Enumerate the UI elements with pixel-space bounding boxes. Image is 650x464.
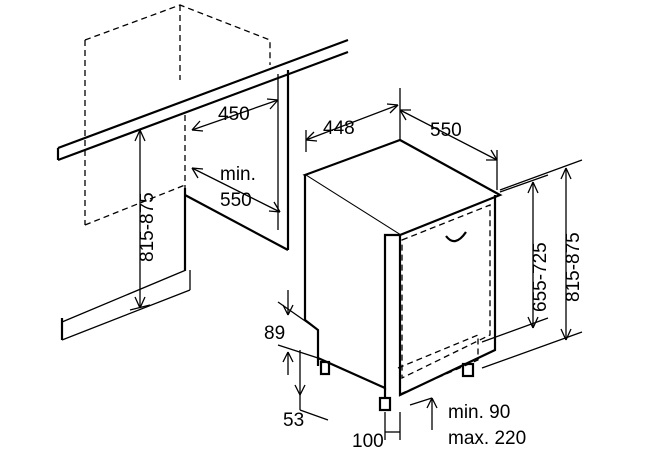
dimension-plinth-height: 89 (264, 290, 319, 375)
dimension-worktop-height-left: 815-875 (129, 129, 158, 311)
dimension-foot-offset: 53 (283, 350, 329, 431)
label-cabinet-width: 450 (218, 104, 250, 125)
label-foot-offset: 53 (283, 410, 304, 431)
dimension-appliance-width: 448 (305, 103, 399, 152)
label-plinth-setback: 100 (352, 431, 384, 452)
dimension-appliance-depth: 550 (399, 88, 498, 190)
dimension-toe-kick: min. 90 max. 220 (409, 397, 526, 449)
dimension-appliance-body-height: 655-725 (481, 174, 551, 343)
label-plinth-height: 89 (264, 323, 285, 344)
dimension-plinth-setback: 100 (352, 412, 401, 452)
label-worktop-height-left: 815-875 (137, 192, 158, 262)
label-appliance-width: 448 (323, 118, 355, 139)
label-appliance-depth: 550 (430, 120, 462, 141)
label-toe-kick-min: min. 90 (448, 402, 510, 423)
cabinet-niche (56, 4, 349, 341)
label-toe-kick-max: max. 220 (448, 428, 526, 449)
dimension-cabinet-depth: min. 550 (191, 164, 281, 213)
dishwasher (302, 138, 503, 412)
dimension-cabinet-width: 450 (191, 98, 279, 132)
dimension-appliance-total-height: 815-875 (481, 159, 584, 369)
label-cabinet-depth-min: min. (220, 164, 256, 185)
label-cabinet-depth-value: 550 (220, 190, 252, 211)
label-appliance-body-height: 655-725 (530, 242, 551, 312)
label-appliance-total-height: 815-875 (563, 232, 584, 302)
